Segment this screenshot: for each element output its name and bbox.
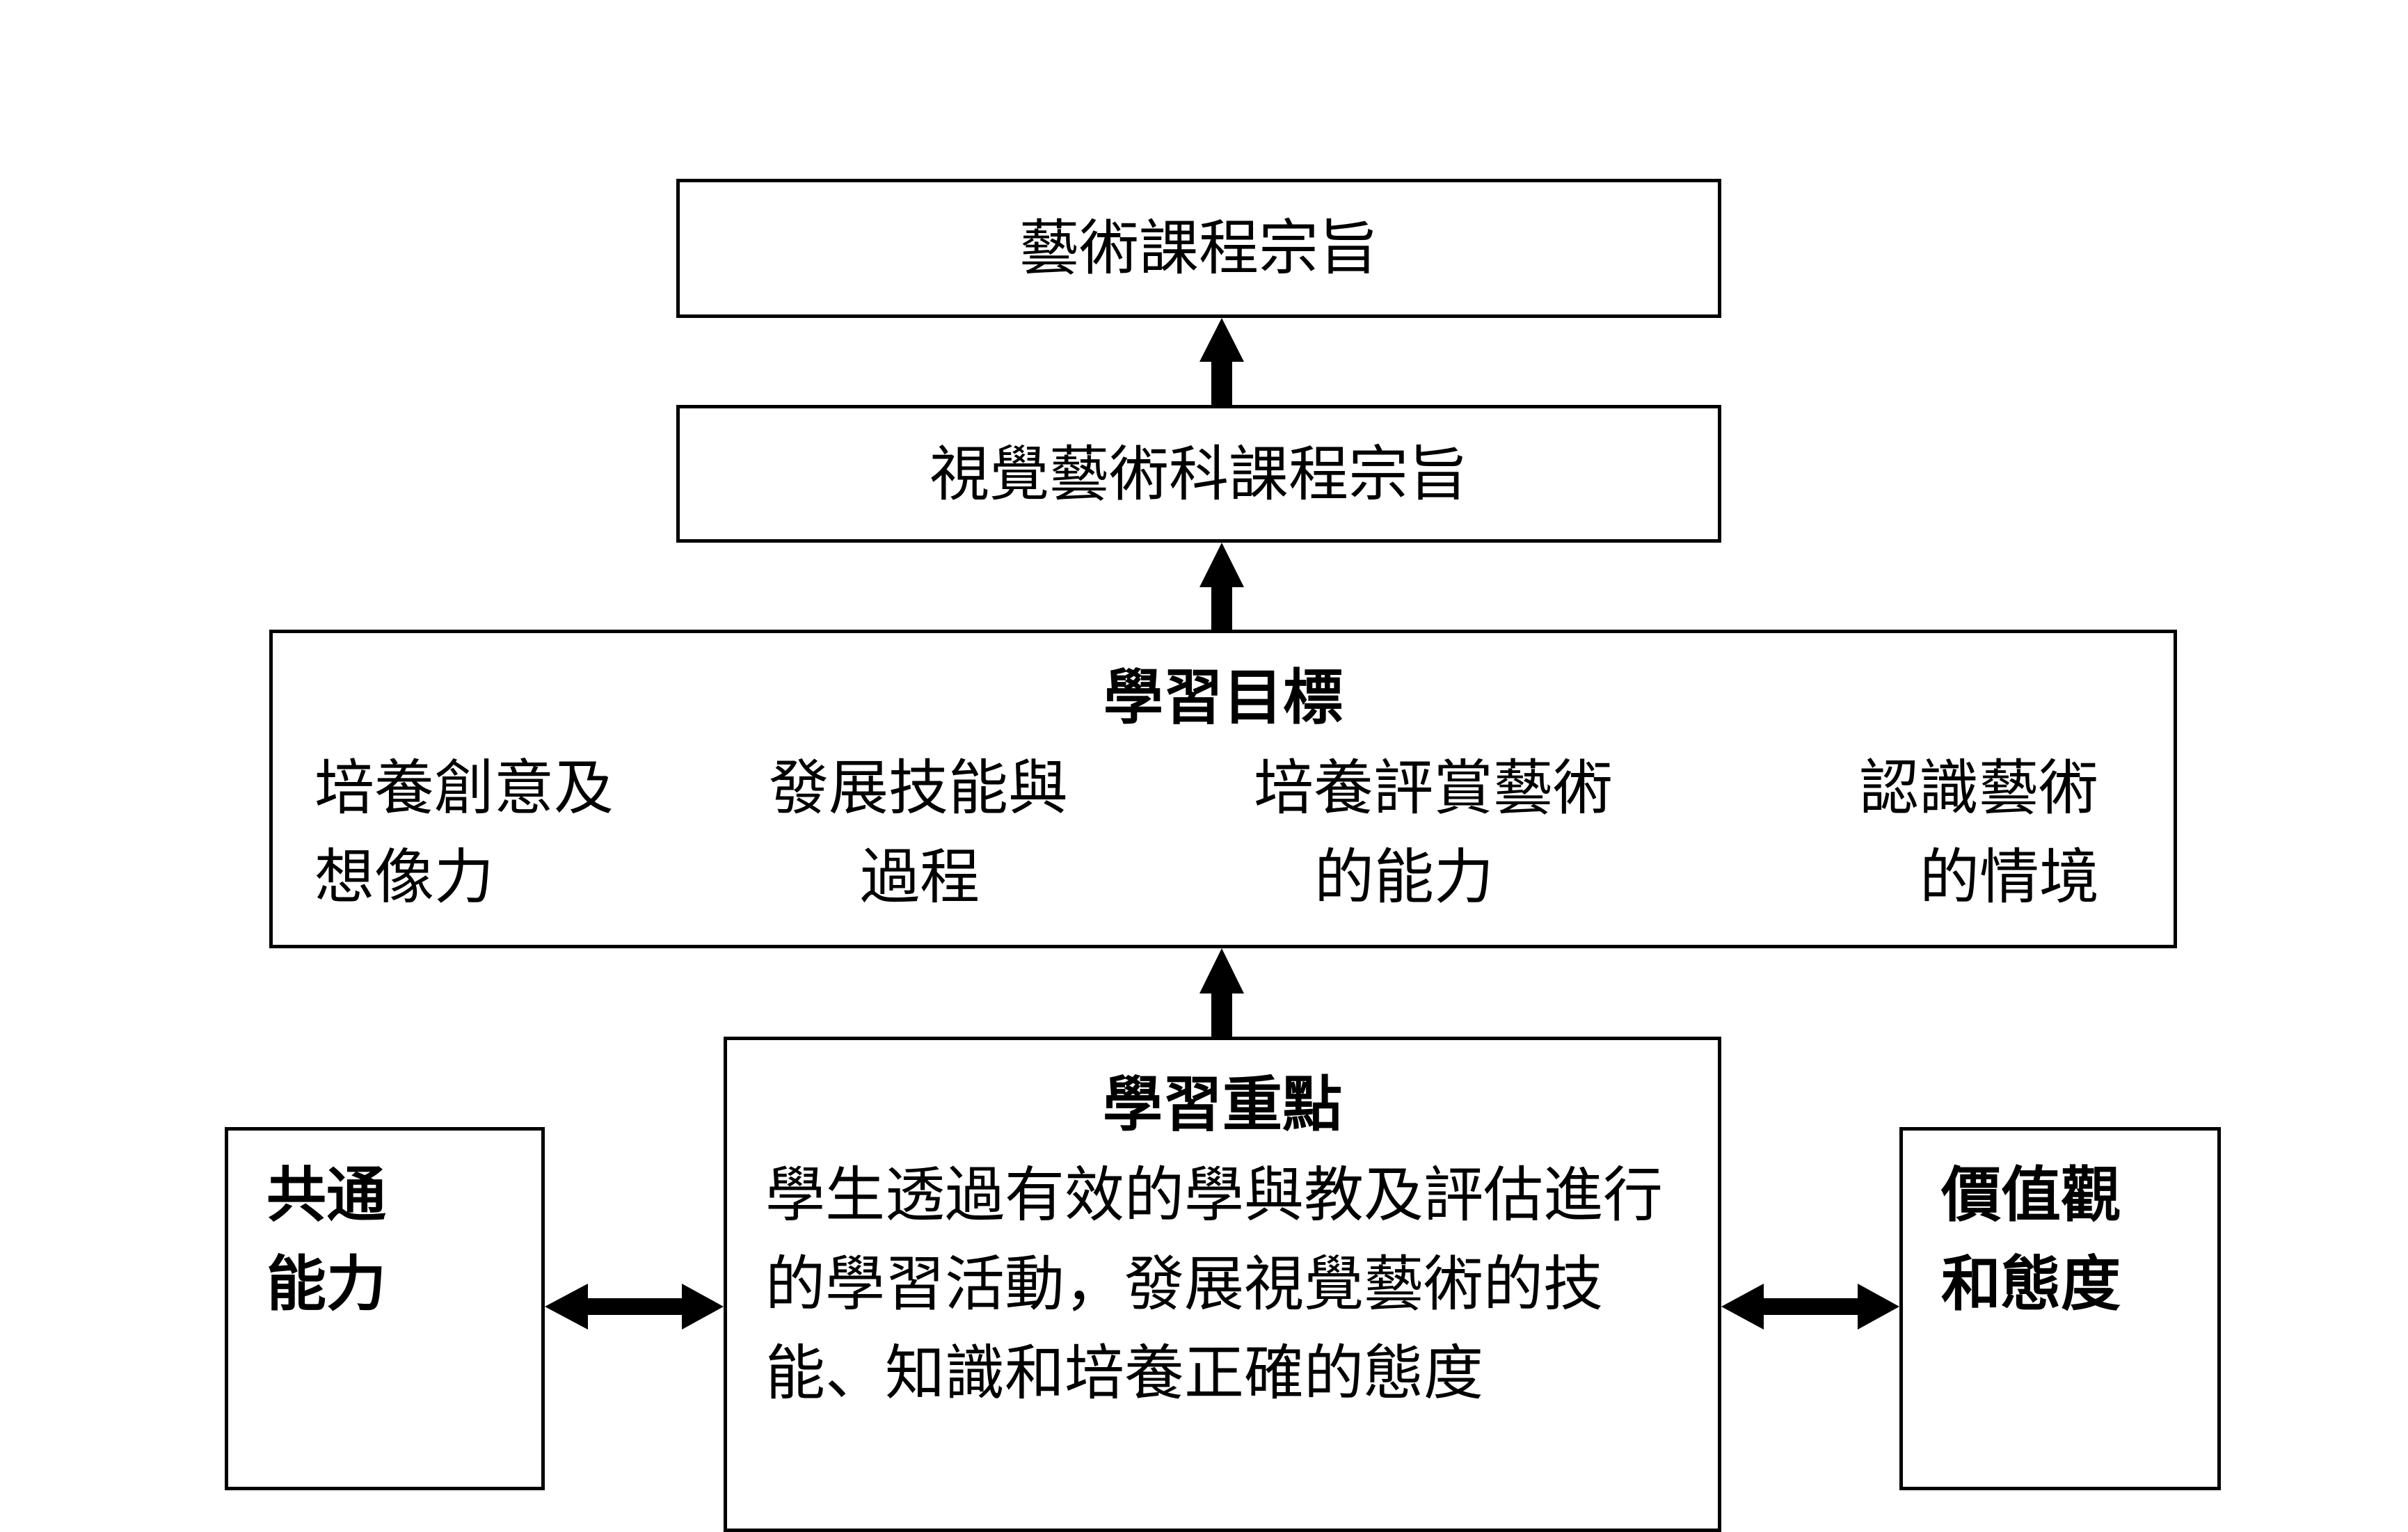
arrow-up-2 [1199,543,1244,630]
values-attitudes-box: 價值觀 和態度 [1899,1127,2221,1490]
target-creativity-line2: 想像力 [314,843,494,912]
target-skills-line2: 過程 [860,843,980,912]
target-appreciation-line1: 培養評賞藝術 [1254,753,1613,823]
learning-focus-line3: 能、知識和培養正確的態度 [765,1339,1483,1408]
learning-focus-box: 學習重點 學生透過有效的學與教及評估進行 的學習活動，發展視覺藝術的技 能、知識… [724,1037,1721,1532]
target-context-line2: 的情境 [1920,843,2099,912]
visual-arts-aims-label: 視覺藝術科課程宗旨 [930,440,1468,509]
double-arrow-left [545,1284,724,1330]
generic-skills-box: 共通 能力 [225,1127,545,1490]
learning-focus-title: 學習重點 [1103,1069,1342,1140]
target-skills-line1: 發展技能與 [769,753,1068,823]
arts-aims-label: 藝術課程宗旨 [1019,214,1378,283]
arts-aims-box: 藝術課程宗旨 [676,179,1721,318]
target-context-line1: 認識藝術 [1859,753,2098,823]
target-appreciation-line2: 的能力 [1314,843,1494,912]
visual-arts-aims-box: 視覺藝術科課程宗旨 [676,405,1721,543]
arrow-up-1 [1199,318,1244,405]
target-creativity-line1: 培養創意及 [314,753,614,823]
arrow-up-3 [1199,948,1244,1037]
values-attitudes-line2: 和態度 [1941,1249,2121,1319]
generic-skills-line1: 共通 [266,1160,386,1230]
learning-focus-line1: 學生透過有效的學與教及評估進行 [765,1160,1663,1230]
learning-focus-line2: 的學習活動，發展視覺藝術的技 [765,1250,1603,1319]
learning-targets-title: 學習目標 [1103,662,1343,733]
double-arrow-right [1721,1284,1899,1330]
generic-skills-line2: 能力 [266,1249,386,1319]
learning-targets-box: 學習目標 培養創意及 想像力 發展技能與 過程 培養評賞藝術 的能力 認識藝術 … [269,630,2177,948]
values-attitudes-line1: 價值觀 [1941,1160,2121,1230]
